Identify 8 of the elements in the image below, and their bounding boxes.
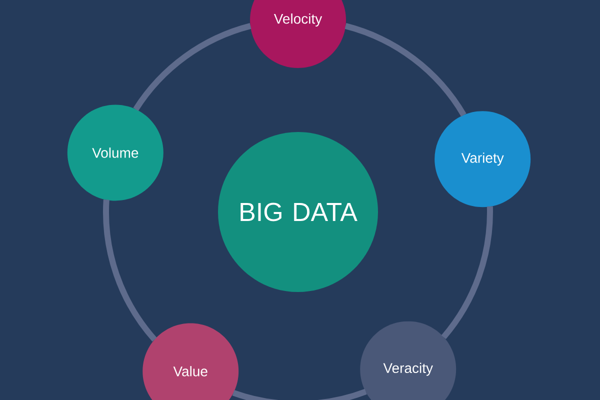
- ring-arc: [232, 388, 367, 400]
- ring-arc: [103, 200, 157, 342]
- ring-arc: [344, 23, 466, 117]
- circle-node: BIG DATA: [218, 132, 378, 292]
- circle-node: Variety: [434, 111, 531, 208]
- ring-arc: [441, 206, 493, 340]
- circle-node: Volume: [67, 104, 164, 201]
- ring-arc: [133, 23, 252, 112]
